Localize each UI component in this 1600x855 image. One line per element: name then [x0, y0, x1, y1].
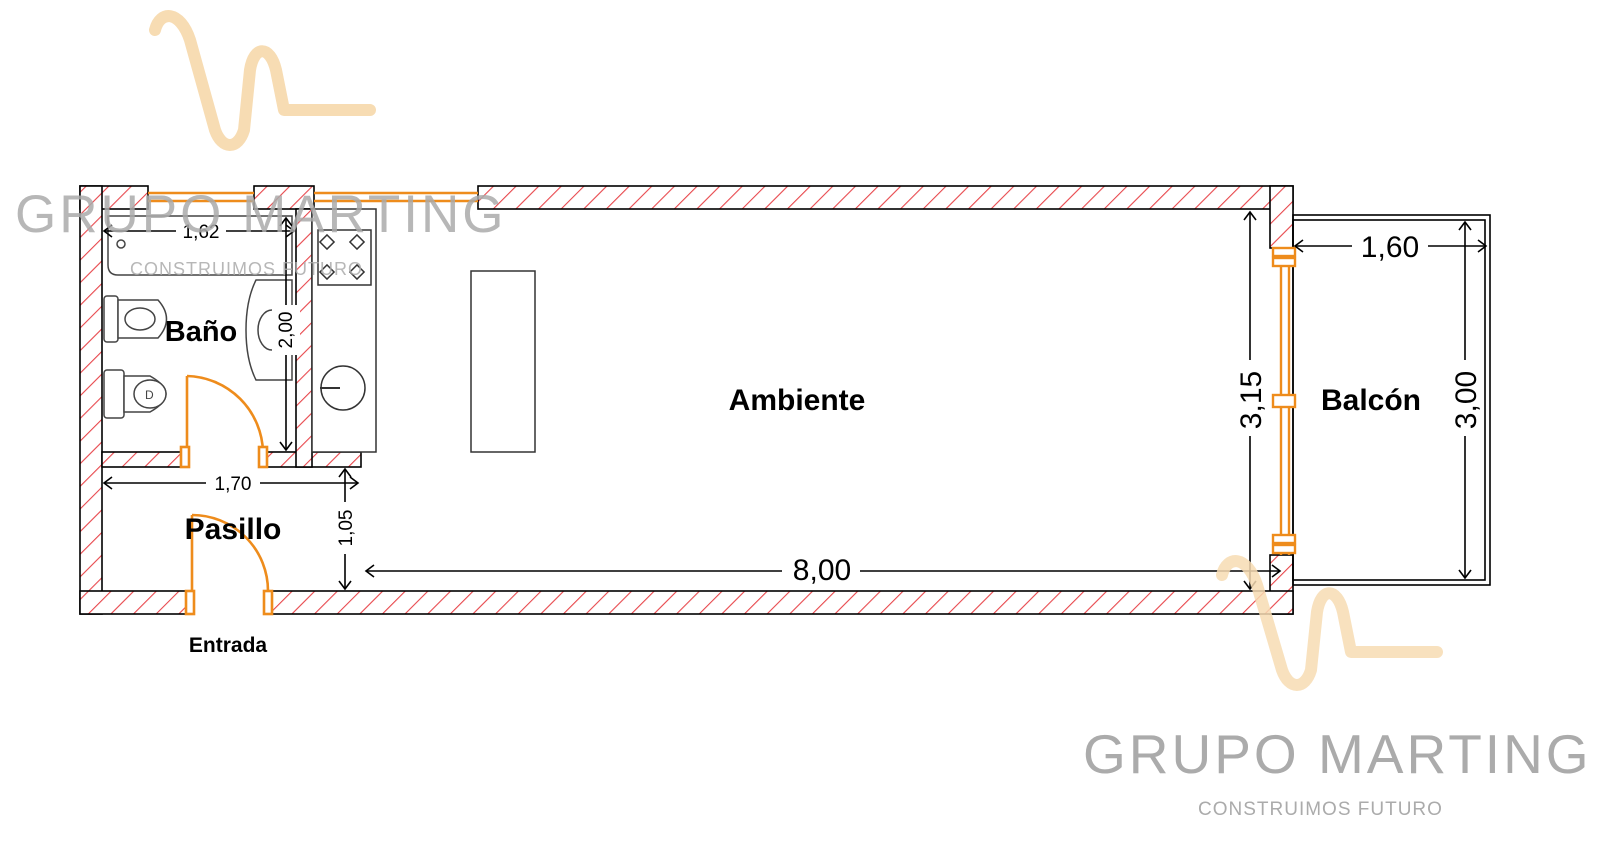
room-label-entrada: Entrada: [189, 634, 268, 657]
room-label-balcon: Balcón: [1321, 384, 1421, 417]
balcony-sliding-door: [1271, 246, 1297, 555]
top-windows: [148, 191, 478, 203]
dim-balcony-width: 1,60: [1361, 231, 1419, 264]
room-label-bano: Baño: [165, 316, 238, 348]
bathroom-door: [179, 374, 269, 469]
dim-hall-width: 1,70: [215, 474, 252, 495]
walls: [79, 185, 1294, 615]
dim-hall-depth: 1,05: [336, 510, 357, 547]
bidet-icon: [103, 295, 168, 343]
dim-bath-depth: 2,00: [276, 312, 297, 349]
watermark-subtitle-bottom: CONSTRUIMOS FUTURO: [1198, 799, 1443, 820]
room-label-pasillo: Pasillo: [185, 513, 282, 546]
dim-balcony-depth: 3,00: [1450, 371, 1483, 429]
sink-icon: [320, 365, 366, 411]
room-label-ambiente: Ambiente: [729, 384, 866, 417]
kitchen-counter: [311, 208, 377, 453]
toilet-icon: D: [103, 369, 167, 419]
watermark-logo-top: [149, 10, 376, 151]
dim-room-depth: 3,15: [1235, 371, 1268, 429]
entrance-door: [184, 513, 274, 616]
dim-bath-width: 1,62: [183, 222, 220, 243]
dim-total-length: 8,00: [793, 554, 851, 587]
cooktop-icon: [317, 229, 372, 286]
svg-text:D: D: [145, 388, 154, 402]
watermark-title-bottom: GRUPO MARTING: [1083, 723, 1592, 785]
kitchen-island: [470, 270, 536, 453]
watermark-logo-bottom: [1216, 555, 1443, 691]
watermark-subtitle-top: CONSTRUIMOS FUTURO: [130, 259, 363, 279]
watermark-title-top: GRUPO MARTING: [15, 185, 507, 244]
